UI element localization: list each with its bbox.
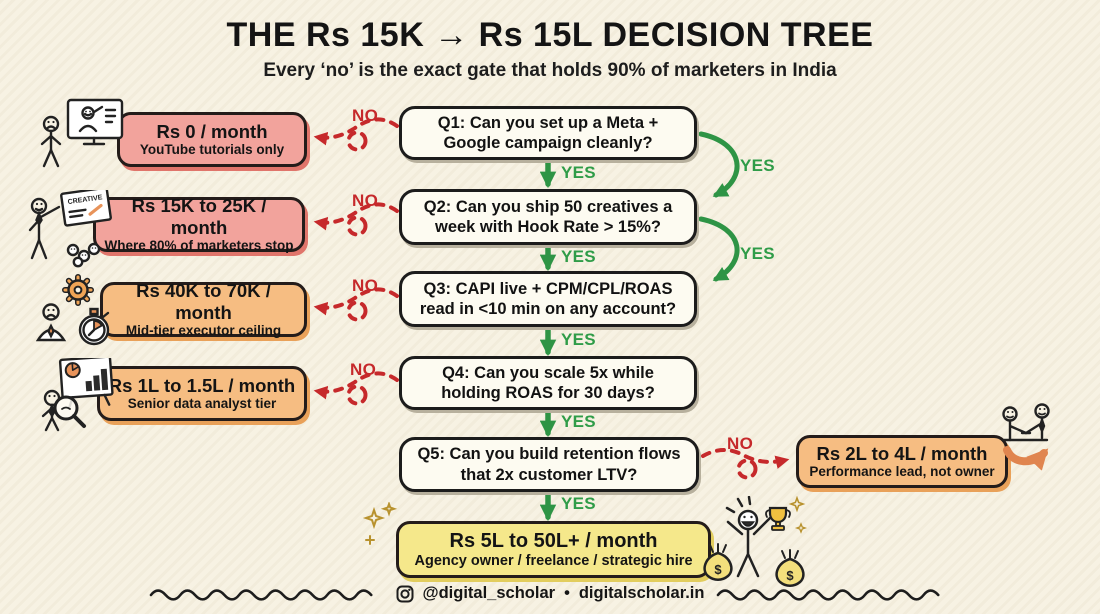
no-arrow-q4 [313,371,399,406]
gear-stopwatch-icon [36,274,110,346]
swap-arrow [1003,446,1049,471]
tier-box-final-5l-50l: Rs 5L to 50L+ / month Agency owner / fre… [396,521,711,578]
tier-caption: Senior data analyst tier [127,396,277,412]
tier-amount: Rs 0 / month [156,121,268,143]
no-label-q1: NO [352,106,379,125]
no-arrow-q1 [313,117,399,152]
tier-box-rs0: Rs 0 / month YouTube tutorials only [117,112,307,167]
tier-caption: Performance lead, not owner [809,464,995,480]
no-arrows [313,117,790,480]
no-label-q4: NO [350,360,377,379]
footer-site: digitalscholar.in [578,584,705,602]
tier-amount: Rs 2L to 4L / month [816,443,988,465]
wavy-line-right [717,588,941,601]
question-box-q2: Q2: Can you ship 50 creatives a week wit… [399,189,697,245]
sparkles-icon [362,502,398,545]
question-text: Q4: Can you scale 5x while holding ROAS … [441,363,655,402]
tier-amount: Rs 5L to 50L+ / month [449,529,658,552]
no-arrow-q5 [701,448,790,480]
footer-handle: @digital_scholar [422,584,556,602]
question-box-q5: Q5: Can you build retention flows that 2… [399,437,699,492]
footer-separator: • [564,584,570,602]
question-text: Q3: CAPI live + CPM/CPL/ROAS read in <10… [419,279,677,318]
yes-curve-q1-q2 [698,131,740,198]
no-label-q3: NO [352,276,379,295]
creative-pad-label: CREATIVE [67,194,103,206]
footer: @digital_scholar • digitalscholar.in [0,584,1100,603]
yes-label-q3: YES [561,330,596,349]
yes-label-q4: YES [561,412,596,431]
no-label-q2: NO [352,191,379,210]
question-box-q1: Q1: Can you set up a Meta + Google campa… [399,106,697,160]
tier-box-1l-1-5l: Rs 1L to 1.5L / month Senior data analys… [97,366,307,421]
wavy-line-left [149,588,373,601]
question-text: Q1: Can you set up a Meta + Google campa… [437,113,659,152]
tier-amount: Rs 1L to 1.5L / month [108,375,296,397]
question-box-q3: Q3: CAPI live + CPM/CPL/ROAS read in <10… [399,271,697,327]
tier-caption: Where 80% of marketers stop [104,238,294,254]
yes-curved-arrows [698,131,740,282]
question-text: Q2: Can you ship 50 creatives a week wit… [423,197,673,236]
dollar-sign: $ [786,568,794,583]
yes-label-q5: YES [561,494,596,513]
dollar-sign: $ [714,562,722,577]
yes-label-q1-curve: YES [740,156,775,175]
creative-presenter-icon: CREATIVE [28,190,112,268]
winner-trophy-icon: $ $ [703,496,808,587]
tier-caption: Agency owner / freelance / strategic hir… [414,552,693,569]
yes-curve-q2-q3 [698,216,740,282]
page-subtitle: Every ‘no’ is the exact gate that holds … [263,60,837,81]
no-label-q5: NO [727,434,754,453]
tier-box-15k-25k: Rs 15K to 25K / month Where 80% of marke… [93,195,305,254]
yes-label-q2-curve: YES [740,244,775,263]
tier-caption: Mid-tier executor ceiling [125,323,282,339]
tier-box-40k-70k: Rs 40K to 70K / month Mid-tier executor … [100,280,307,339]
tier-amount: Rs 15K to 25K / month [131,195,267,238]
tier-box-2l-4l: Rs 2L to 4L / month Performance lead, no… [796,435,1008,488]
question-text: Q5: Can you build retention flows that 2… [417,445,681,484]
no-arrow-q2 [313,202,399,237]
yes-label-q2-down: YES [561,247,596,266]
yes-label-q1-down: YES [561,163,596,182]
tier-caption: YouTube tutorials only [139,142,285,158]
sad-viewer-tutorial-icon [40,98,124,168]
handshake-icon [1001,403,1050,471]
footer-credit: @digital_scholar • digitalscholar.in [396,584,705,603]
tier-amount: Rs 40K to 70K / month [136,280,271,323]
page-title: THE Rs 15K → Rs 15L DECISION TREE [226,16,874,54]
analyst-magnifier-icon [41,358,114,432]
instagram-icon [396,585,414,602]
no-arrow-q3 [313,287,399,322]
question-box-q4: Q4: Can you scale 5x while holding ROAS … [399,356,697,410]
